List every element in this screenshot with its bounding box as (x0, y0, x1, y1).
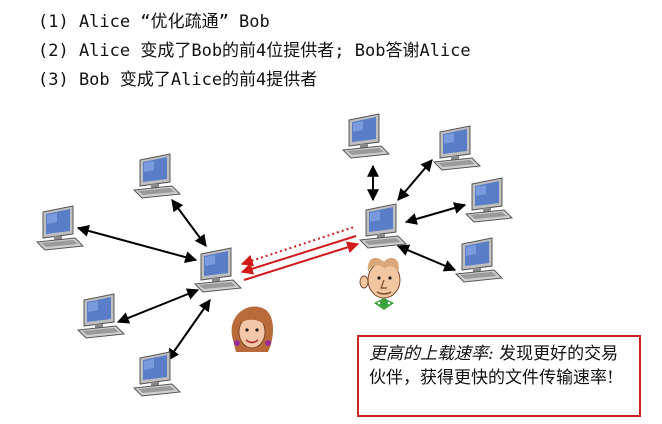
alice-to-bob-arrow (240, 235, 357, 275)
computer-icon (465, 177, 513, 223)
computer-icon (455, 237, 503, 283)
link-arrow (76, 225, 198, 263)
bob-person-icon (359, 257, 401, 310)
callout-text: 发现更好的交易伙伴，获得更快的文件传输速率! (369, 344, 619, 388)
alice-person-icon (231, 306, 273, 352)
step-3-text: (3) Bob 变成了Alice的前4提供者 (38, 70, 318, 90)
step-1-text: (1) Alice “优化疏通” Bob (38, 12, 270, 32)
link-arrow (171, 199, 207, 247)
computer-icon (36, 205, 84, 251)
computer-icon (433, 125, 481, 171)
optimistic-unchoke-arrow (240, 226, 355, 267)
link-arrow (396, 244, 457, 272)
computer-icon (342, 113, 390, 159)
computer-icon (133, 351, 181, 397)
link-arrow (397, 159, 433, 201)
link-arrow (404, 202, 467, 225)
callout-emphasis: 更高的上载速率: (369, 344, 494, 364)
link-arrow (167, 299, 211, 361)
link-arrow (116, 288, 200, 324)
computer-icon (194, 247, 242, 293)
computer-icon (133, 153, 181, 199)
upload-rate-callout: 更高的上载速率: 发现更好的交易伙伴，获得更快的文件传输速率! (357, 335, 641, 417)
bob-to-alice-arrow (243, 241, 360, 281)
computer-icon (359, 203, 407, 249)
step-2-text: (2) Alice 变成了Bob的前4位提供者; Bob答谢Alice (38, 41, 471, 61)
computer-icon (77, 293, 125, 339)
